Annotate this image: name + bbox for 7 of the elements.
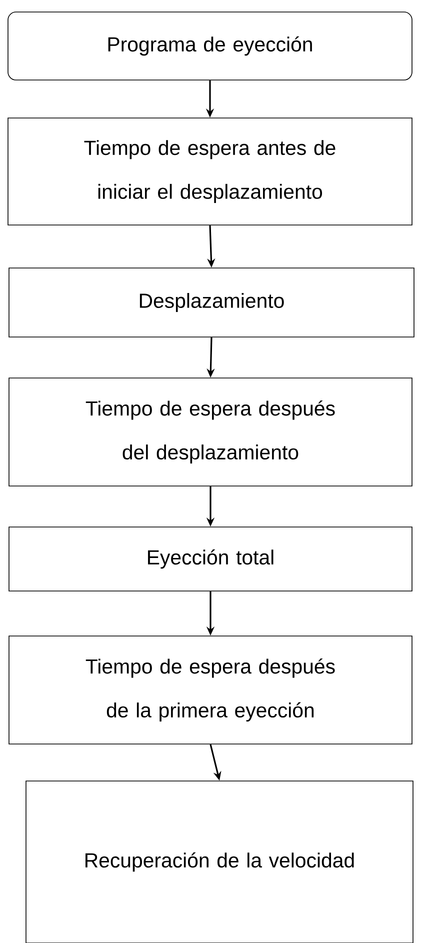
process-box: Tiempo de espera antes de iniciar el desplazamiento bbox=[8, 118, 412, 226]
process-box: Desplazamiento bbox=[8, 268, 414, 338]
start-box: Programa de eyección bbox=[8, 12, 412, 80]
process-box: Tiempo de espera después del desplazamiento bbox=[8, 378, 412, 486]
process-box: Recuperación de la velocidad bbox=[26, 780, 414, 943]
process-box: Tiempo de espera después de la primera eyección bbox=[8, 636, 412, 744]
process-box: Eyección total bbox=[8, 526, 412, 592]
